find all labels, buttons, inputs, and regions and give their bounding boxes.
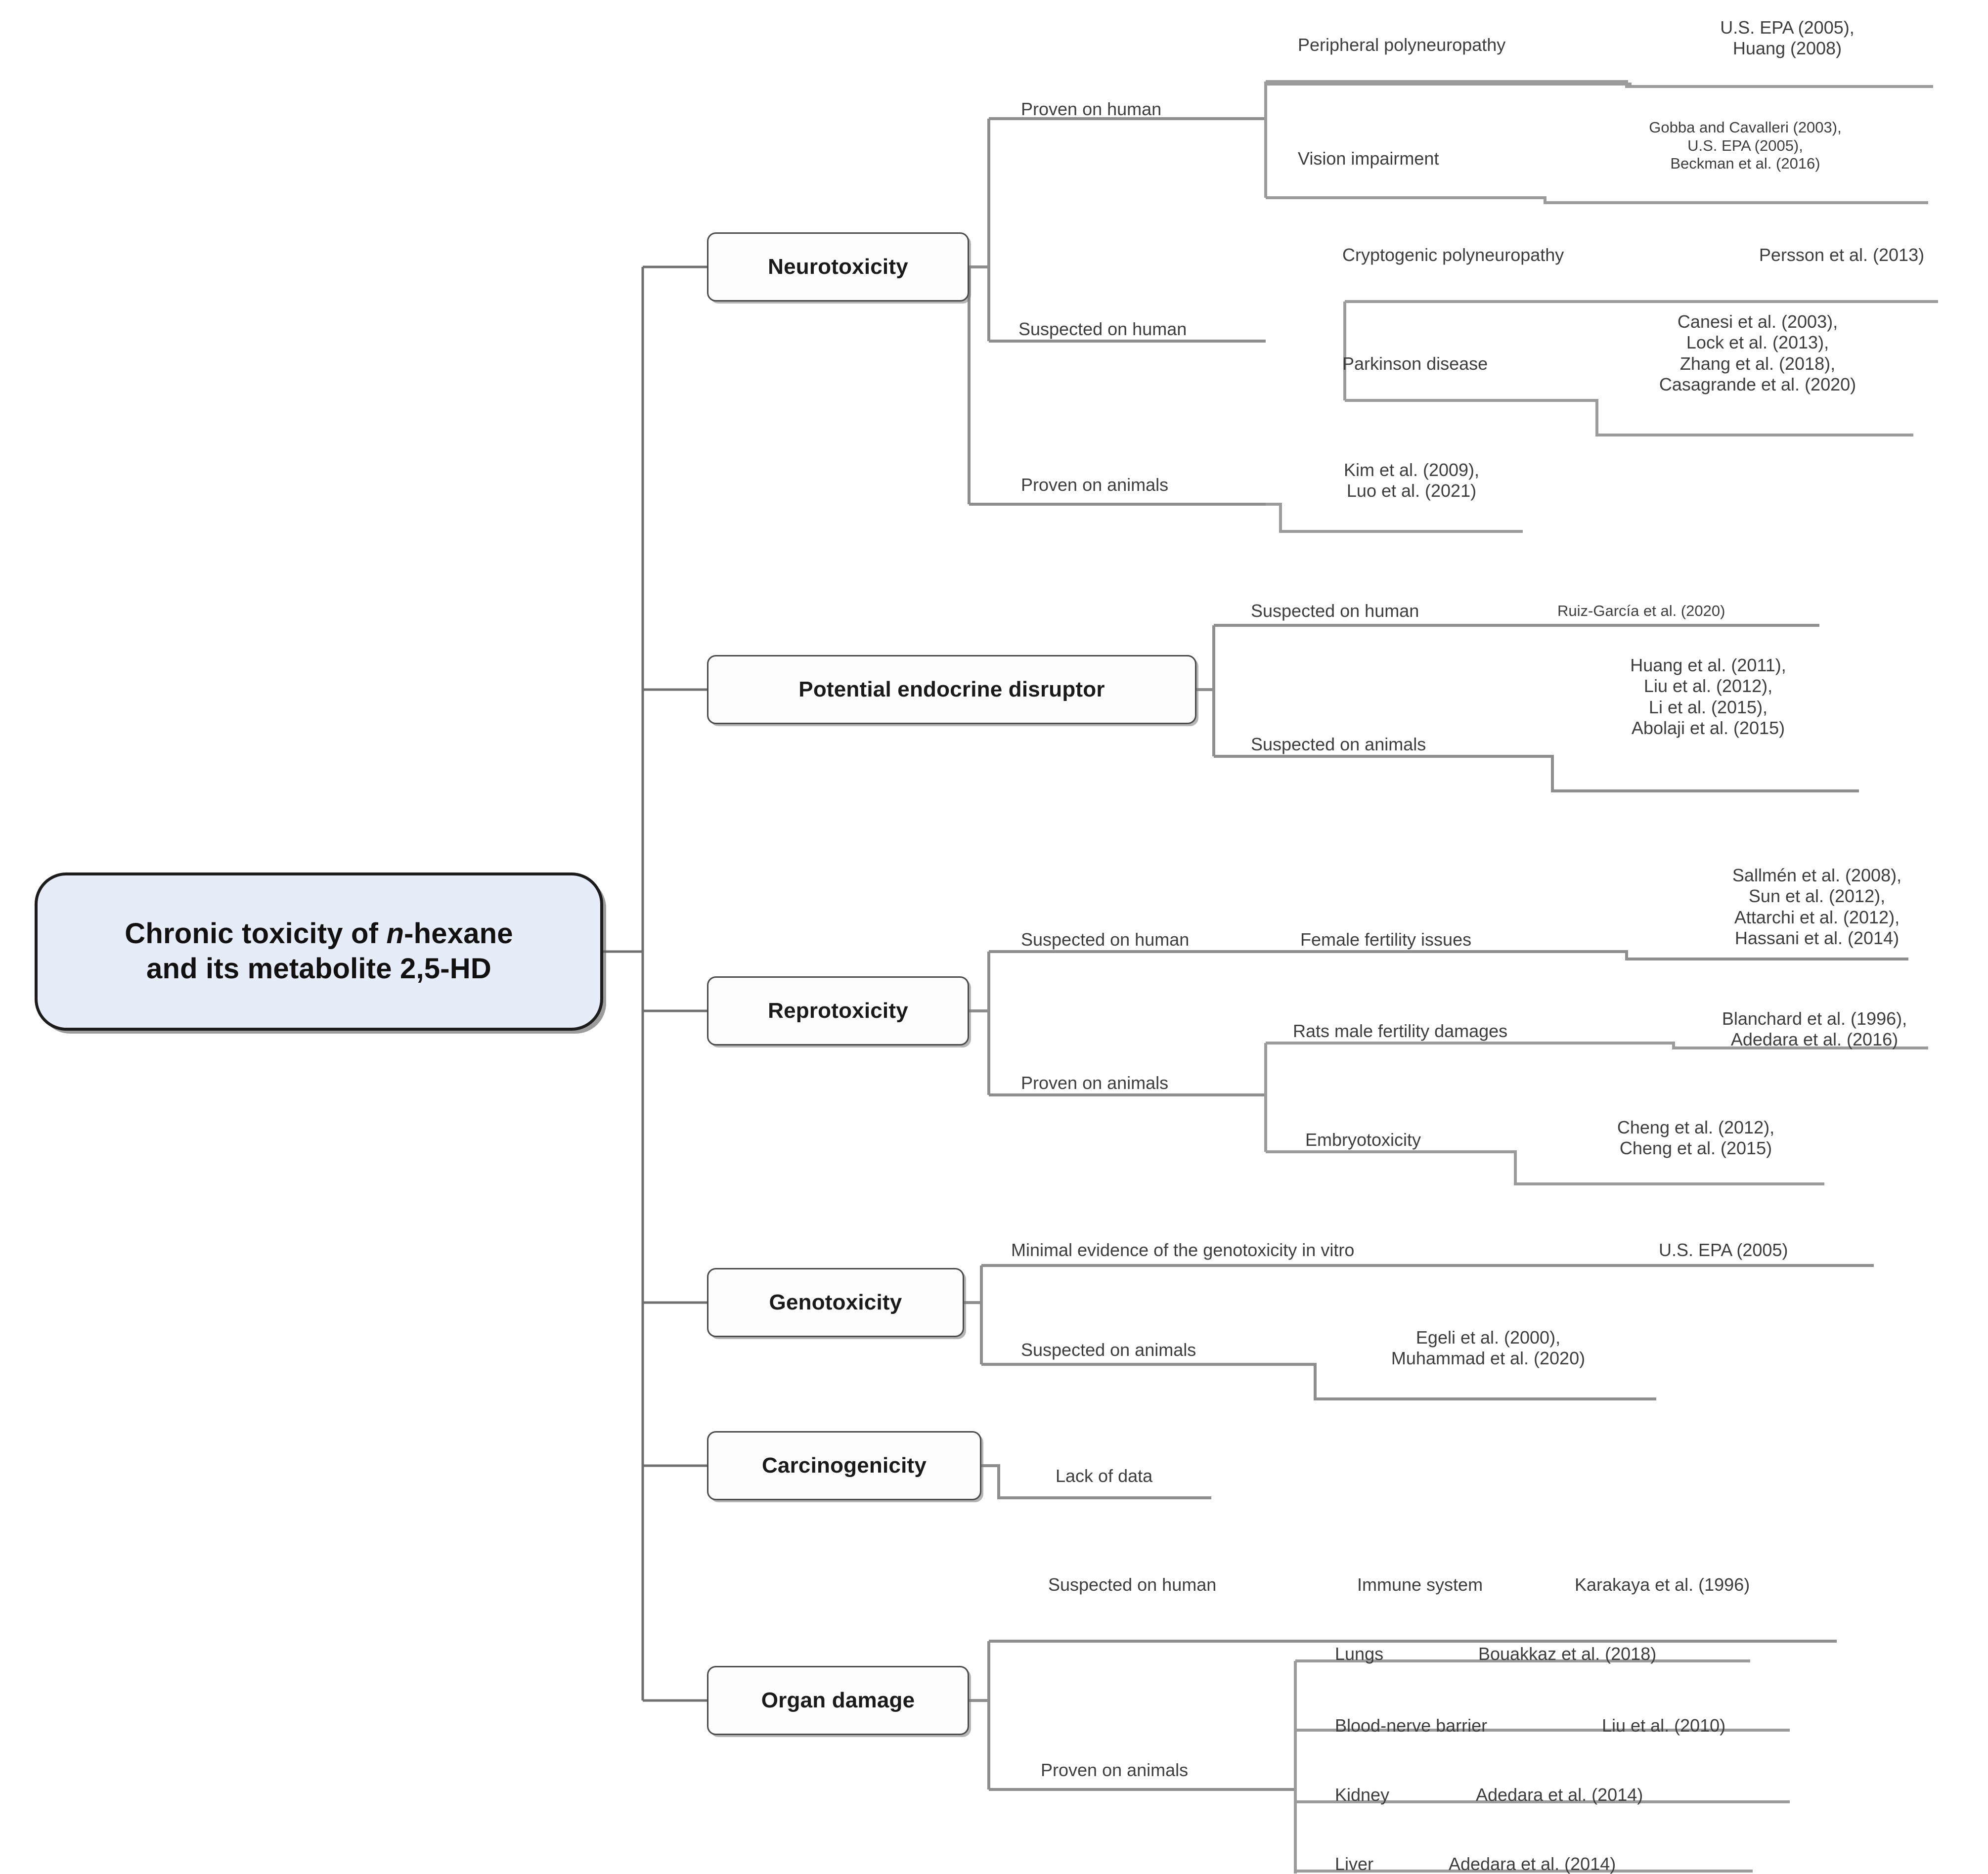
citation-kidney: Adedara et al. (2014) bbox=[1476, 1785, 1643, 1805]
branch-node-carcinogenicity[interactable]: Carcinogenicity bbox=[707, 1431, 981, 1500]
branch-label-reprotoxicity: Reprotoxicity bbox=[768, 999, 908, 1023]
label-endocrine-suspected-animals: Suspected on animals bbox=[1251, 734, 1426, 754]
label-organ-proven-animals: Proven on animals bbox=[1041, 1760, 1189, 1780]
branch-label-organ-damage: Organ damage bbox=[761, 1688, 915, 1712]
branch-node-endocrine[interactable]: Potential endocrine disruptor bbox=[707, 655, 1196, 724]
citation-female-fertility-issues: Sallmén et al. (2008),Sun et al. (2012),… bbox=[1732, 865, 1902, 949]
label-kidney: Kidney bbox=[1335, 1785, 1390, 1805]
citation-peripheral-polyneuropathy: U.S. EPA (2005),Huang (2008) bbox=[1720, 17, 1855, 59]
citation-immune-system: Karakaya et al. (1996) bbox=[1575, 1574, 1750, 1595]
label-rats-male-fertility: Rats male fertility damages bbox=[1293, 1021, 1508, 1041]
label-repro-suspected-human: Suspected on human bbox=[1021, 929, 1190, 950]
label-parkinson-disease: Parkinson disease bbox=[1342, 353, 1488, 374]
citation-rats-male-fertility: Blanchard et al. (1996),Adedara et al. (… bbox=[1722, 1008, 1907, 1050]
citation-vision-impairment: Gobba and Cavalleri (2003),U.S. EPA (200… bbox=[1649, 119, 1842, 173]
label-vision-impairment: Vision impairment bbox=[1298, 148, 1439, 169]
branch-label-genotoxicity: Genotoxicity bbox=[769, 1290, 902, 1314]
label-genotox-minimal-evidence: Minimal evidence of the genotoxicity in … bbox=[1011, 1240, 1355, 1260]
label-cryptogenic-polyneuropathy: Cryptogenic polyneuropathy bbox=[1342, 245, 1564, 265]
branch-label-carcinogenicity: Carcinogenicity bbox=[761, 1453, 927, 1478]
label-lungs: Lungs bbox=[1335, 1644, 1384, 1664]
branch-label-neurotoxicity: Neurotoxicity bbox=[768, 255, 908, 279]
label-repro-proven-animals: Proven on animals bbox=[1021, 1073, 1169, 1093]
citation-endocrine-suspected-human: Ruiz-García et al. (2020) bbox=[1557, 602, 1725, 619]
citation-embryotoxicity: Cheng et al. (2012),Cheng et al. (2015) bbox=[1617, 1117, 1775, 1159]
citation-blood-nerve-barrier: Liu et al. (2010) bbox=[1602, 1715, 1726, 1736]
label-endocrine-suspected-human: Suspected on human bbox=[1251, 601, 1419, 621]
branch-label-endocrine: Potential endocrine disruptor bbox=[798, 677, 1105, 701]
root-label: Chronic toxicity of n-hexane and its met… bbox=[125, 917, 513, 985]
label-genotox-suspected-animals: Suspected on animals bbox=[1021, 1340, 1196, 1360]
branch-node-genotoxicity[interactable]: Genotoxicity bbox=[707, 1268, 964, 1337]
label-immune-system: Immune system bbox=[1357, 1574, 1483, 1595]
label-female-fertility-issues: Female fertility issues bbox=[1300, 929, 1472, 950]
citation-genotox-minimal-evidence: U.S. EPA (2005) bbox=[1659, 1240, 1788, 1260]
citation-lungs: Bouakkaz et al. (2018) bbox=[1478, 1644, 1657, 1664]
citation-neuro-proven-animals: Kim et al. (2009),Luo et al. (2021) bbox=[1343, 460, 1480, 501]
citation-liver: Adedara et al. (2014) bbox=[1449, 1854, 1616, 1874]
citation-parkinson-disease: Canesi et al. (2003),Lock et al. (2013),… bbox=[1659, 311, 1856, 395]
label-neuro-suspected-human: Suspected on human bbox=[1018, 319, 1187, 339]
label-lack-of-data: Lack of data bbox=[1056, 1466, 1153, 1486]
branch-node-reprotoxicity[interactable]: Reprotoxicity bbox=[707, 976, 969, 1046]
label-organ-suspected-human: Suspected on human bbox=[1048, 1574, 1217, 1595]
root-node[interactable]: Chronic toxicity of n-hexane and its met… bbox=[35, 872, 603, 1031]
label-peripheral-polyneuropathy: Peripheral polyneuropathy bbox=[1298, 35, 1506, 55]
label-embryotoxicity: Embryotoxicity bbox=[1305, 1130, 1421, 1150]
citation-genotox-suspected-animals: Egeli et al. (2000),Muhammad et al. (202… bbox=[1391, 1327, 1586, 1369]
label-neuro-proven-human: Proven on human bbox=[1021, 99, 1162, 119]
label-neuro-proven-animals: Proven on animals bbox=[1021, 475, 1169, 495]
branch-node-neurotoxicity[interactable]: Neurotoxicity bbox=[707, 232, 969, 302]
label-liver: Liver bbox=[1335, 1854, 1374, 1874]
branch-node-organ-damage[interactable]: Organ damage bbox=[707, 1666, 969, 1735]
citation-endocrine-suspected-animals: Huang et al. (2011),Liu et al. (2012),Li… bbox=[1630, 655, 1786, 739]
label-blood-nerve-barrier: Blood-nerve barrier bbox=[1335, 1715, 1488, 1736]
citation-cryptogenic-polyneuropathy: Persson et al. (2013) bbox=[1759, 245, 1925, 265]
